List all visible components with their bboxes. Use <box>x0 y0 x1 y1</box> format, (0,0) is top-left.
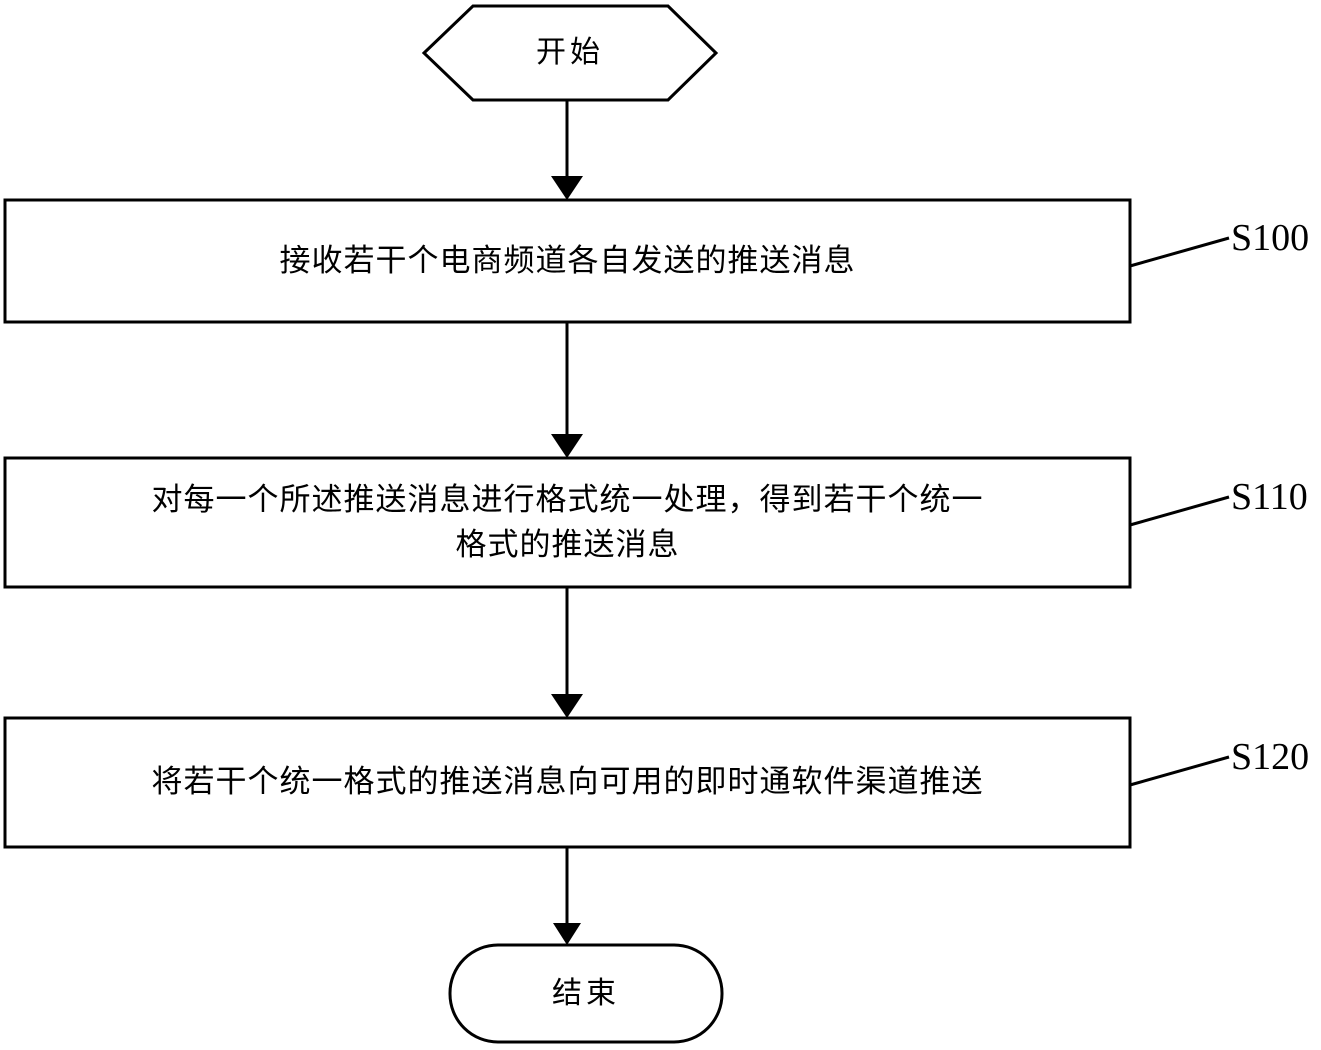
end-node-shape <box>448 943 724 1044</box>
s100-node-shape <box>3 198 1132 324</box>
connector-s120-to-end <box>553 847 581 945</box>
connector-s100-to-s110 <box>551 322 583 458</box>
s110-node-shape <box>3 456 1132 589</box>
step-label-s120: S120 <box>1231 736 1310 778</box>
step-label-s100: S100 <box>1231 217 1310 259</box>
s120-node-shape <box>3 716 1132 849</box>
connector-s110-to-s120 <box>551 587 583 718</box>
leader-line-s100 <box>1129 236 1230 268</box>
leader-line-s120 <box>1129 755 1230 787</box>
leader-line-s110 <box>1129 495 1230 527</box>
step-label-s110: S110 <box>1231 476 1308 518</box>
connector-start-to-s100 <box>551 100 583 200</box>
start-node-shape <box>421 4 719 102</box>
